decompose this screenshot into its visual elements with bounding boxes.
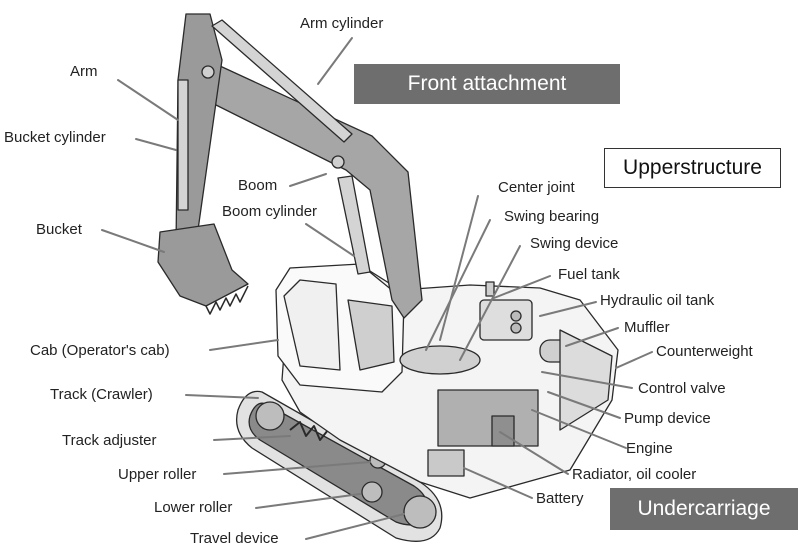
leader-upper-roller (223, 461, 371, 475)
bucket-shape (157, 223, 249, 307)
arm-cylinder-shape (211, 19, 353, 143)
label-control-valve: Control valve (638, 380, 726, 397)
label-radiator-oil-cooler: Radiator, oil cooler (572, 466, 697, 483)
label-counterweight: Counterweight (656, 343, 753, 360)
leader-engine (531, 409, 627, 449)
label-travel-device: Travel device (190, 530, 279, 547)
leader-arm (117, 79, 179, 121)
leader-bucket (101, 229, 165, 253)
label-center-joint: Center joint (498, 179, 575, 196)
leader-muffler (565, 327, 619, 347)
section-undercarriage: Undercarriage (610, 488, 798, 530)
leader-swing-device (459, 245, 521, 361)
leader-center-joint (439, 195, 479, 341)
lower-roller (361, 481, 383, 503)
leader-swing-bearing (425, 219, 491, 351)
label-boom-cylinder: Boom cylinder (222, 203, 318, 220)
leader-track-adjuster (213, 435, 291, 441)
label-arm: Arm (70, 63, 98, 80)
label-engine: Engine (626, 440, 673, 457)
label-track-adjuster: Track adjuster (62, 432, 157, 449)
arm-pin (201, 65, 215, 79)
track-adjuster-spring (289, 421, 329, 441)
cab-door (283, 279, 341, 371)
bucket-cylinder-shape (177, 79, 189, 211)
fuel-cap (485, 281, 495, 297)
label-fuel-tank: Fuel tank (558, 266, 620, 283)
swing-bearing-ring (399, 345, 481, 375)
label-swing-device: Swing device (530, 235, 619, 252)
sprocket (403, 495, 437, 529)
label-muffler: Muffler (624, 319, 670, 336)
tank-cap-2 (510, 322, 522, 334)
label-battery: Battery (536, 490, 584, 507)
leader-bucket-cylinder (135, 138, 177, 151)
leader-fuel-tank (493, 275, 551, 299)
leader-boom-cylinder (305, 223, 355, 257)
engine-block (437, 389, 539, 447)
leader-radiator (499, 431, 569, 475)
leader-pump-device (547, 391, 621, 419)
label-pump-device: Pump device (624, 410, 711, 427)
label-cab: Cab (Operator's cab) (30, 342, 170, 359)
boom-pin (331, 155, 345, 169)
leader-lower-roller (255, 493, 361, 509)
label-track: Track (Crawler) (50, 386, 153, 403)
idler-wheel (255, 401, 285, 431)
leader-travel-device (305, 513, 405, 540)
boom-cylinder-shape (337, 175, 371, 275)
bucket-teeth (205, 285, 249, 315)
label-swing-bearing: Swing bearing (504, 208, 600, 225)
leader-boom (289, 173, 327, 187)
section-upperstructure: Upperstructure (604, 148, 781, 188)
label-upper-roller: Upper roller (118, 466, 197, 483)
label-hydraulic-oil-tank: Hydraulic oil tank (600, 292, 715, 309)
leader-cab (209, 339, 279, 351)
leader-control-valve (541, 371, 633, 389)
radiator (491, 415, 515, 447)
cab-window (347, 299, 395, 371)
leader-track (185, 394, 259, 399)
battery-shape (427, 449, 465, 477)
label-boom: Boom (238, 177, 278, 194)
label-arm-cylinder: Arm cylinder (300, 15, 384, 32)
leader-counterweight (615, 351, 653, 369)
label-lower-roller: Lower roller (154, 499, 233, 516)
label-bucket: Bucket (36, 221, 82, 238)
leader-battery (463, 467, 533, 499)
leader-arm-cylinder (317, 37, 353, 85)
tank-cap-1 (510, 310, 522, 322)
section-front-attachment: Front attachment (354, 64, 620, 104)
leader-hydraulic-oil-tank (539, 301, 597, 317)
label-bucket-cylinder: Bucket cylinder (4, 129, 106, 146)
